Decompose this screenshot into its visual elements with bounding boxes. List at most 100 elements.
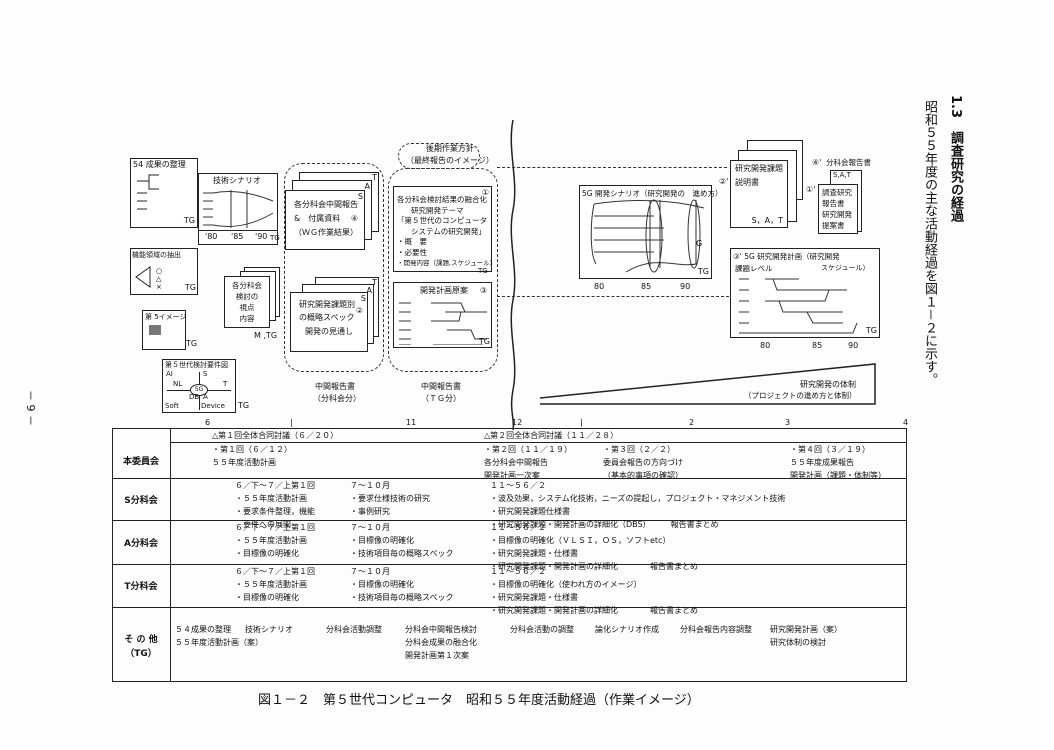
table-cell: ・第４回（３／１９）５５年度成果報告開発計画（課題・体制等） (790, 443, 886, 482)
number-badge: ④' (812, 158, 822, 167)
box-54-results: 54 成果の整理 TG (130, 158, 198, 228)
cell-line: 要件への展開 (235, 520, 291, 529)
layer-tag: S,A,T (833, 171, 851, 179)
cell-line: １１～５６／２ (490, 567, 546, 576)
cell-line: ・研究開発課題・開発計画の詳細化 報告書まとめ (490, 562, 698, 571)
table-cell: ６／下～７／上第１回・５５年度活動計画・要求条件整理，機能 要件への展開 (235, 479, 315, 531)
cell-line: 論化シナリオ作成 (595, 625, 659, 634)
group1-caption: 中間報告書（分科会分） (313, 381, 361, 405)
section-heading: 1.3 調査研究の経過 (948, 95, 963, 223)
month-tick: 2 (689, 418, 695, 427)
number-badge: ②' (719, 177, 729, 186)
label-t: T (223, 380, 228, 388)
subtitle: 課題レベル (735, 264, 773, 273)
box-title: 5G 研究開発計画（研究開発 (744, 252, 840, 261)
number-badge: ①' (806, 185, 816, 194)
month-tick: | (580, 418, 583, 427)
number-badge: ③ (479, 286, 487, 295)
text-line: 「第５世代のコンピュータ (397, 216, 487, 225)
text-line: 研究開発課題別 (299, 300, 355, 309)
box-fusion: ① 各分科会検討結果の融合化 研究開発テーマ 「第５世代のコンピュータ システム… (393, 186, 492, 272)
year-label: '80 (205, 232, 218, 241)
cell-line: （基本的事項の確認） (603, 471, 683, 480)
box-5g-requirements: 第５世代検討要件図 5G AI S NL T DB A Soft Device (162, 359, 236, 413)
table-cell: １１～５６／２・目標像の明確化（ＶＬＳＩ，ＯＳ，ソフトetc）・研究開発課題・仕… (490, 521, 698, 573)
column-divider (170, 428, 171, 682)
cell-line: ５５年度成果報告 (790, 458, 854, 467)
page-number: － 9 － (24, 390, 37, 426)
tag: TG (697, 267, 709, 276)
box-5g-scenario: 5G 開発シナリオ（研究開発の 進め方） G TG (579, 185, 722, 279)
cell-line: ・事例研究 (350, 507, 390, 516)
cell-line: 各分科会中間報告 (484, 458, 548, 467)
5g-ellipse: 5G (190, 384, 208, 396)
group-interim-subcommittee (284, 163, 384, 372)
cell-line: ・要求仕様技術の研究 (350, 494, 430, 503)
box-title: 技術シナリオ (213, 176, 261, 185)
svg-text:G: G (696, 239, 702, 248)
box-subcommittee-viewpoints: 各分科会 検討の 視点 内容 (224, 276, 270, 328)
text-line: ・開発内容（課題,スケジュール) (397, 259, 493, 267)
text-line: 検討の (235, 292, 259, 301)
month-tick: | (290, 418, 293, 427)
cell-line: 研究体制の検討 (770, 638, 826, 647)
cell-line: ７～１０月 (350, 481, 390, 490)
cell-line: 開発計画（課題・体制等） (790, 471, 886, 480)
text-line: 研究開発 (822, 210, 852, 219)
box-plan-draft: 開発計画原案 ③ TG (393, 282, 492, 348)
text-line: 内容 (239, 314, 255, 323)
cell-line: 開発計画一次案 (484, 471, 540, 480)
cell-line: ・研究開発課題・仕様書 (490, 593, 578, 602)
layer-tag: S (357, 192, 363, 201)
subtitle: スケジュール） (821, 264, 870, 272)
cell-line: 開発計画第１次案 (405, 651, 469, 660)
row-divider (112, 607, 906, 608)
row-label-s: S分科会 (124, 496, 158, 506)
year-label: 80 (760, 341, 771, 350)
cell-line: ・５５年度活動計画 (235, 536, 307, 545)
cell-line: ６／下～７／上第１回 (235, 481, 315, 490)
box-title: 第 5イメージ (145, 313, 187, 321)
text-line: 各分科会検討結果の融合化 (397, 195, 487, 204)
row-divider (112, 520, 906, 521)
layer-tag: A (366, 286, 372, 295)
cell-line: ５５年度活動計画 (212, 458, 276, 467)
text-line: 研究開発テーマ (411, 205, 464, 215)
cell-line: ７～１０月 (350, 567, 390, 576)
table-cell: ・第１回（６／１２） ５５年度活動計画 (212, 443, 292, 469)
number-badge: ② (355, 306, 363, 315)
text-line: 提案書 (822, 221, 845, 230)
cell-line: ６／下～７／上第１回 (235, 523, 315, 532)
text-line: 報告書 (822, 199, 845, 208)
cell-line: 委員会報告の方向づけ (603, 458, 683, 467)
cell-line: ５５年度活動計画（案） (175, 638, 263, 647)
cell-line: １１～５６／２ (490, 481, 546, 490)
text-line: システムの研究開発」 (411, 226, 486, 236)
caption-line: （分科会分） (313, 394, 361, 403)
policy-text: 後期作業方針（最終報告のイメージ） (406, 143, 494, 167)
layer-tag: A (364, 182, 370, 191)
cell-line: ・第１回（６／１２） (212, 445, 292, 454)
cell-line: ・要求条件整理，機能 (235, 507, 315, 516)
label-nl: NL (173, 380, 183, 388)
box-title: 5G 開発シナリオ（研究開発の 進め方） (582, 189, 723, 198)
schedule-lines-icon (739, 278, 858, 334)
time-break-line (510, 120, 516, 430)
cell-line: ・５５年度活動計画 (235, 494, 307, 503)
box-5th-image: 第 5イメージ (142, 310, 187, 350)
cell-line: ・研究開発課題・開発計画の詳細化（DBS） 報告書まとめ (490, 520, 719, 529)
cell-line: ・目標像の明確化 (350, 536, 414, 545)
cell-line: ５４成果の整理 (175, 625, 231, 634)
svg-text:×: × (156, 283, 162, 291)
svg-text:△: △ (156, 275, 162, 283)
row-label-committee: 本委員会 (122, 457, 159, 467)
year-label: 80 (594, 282, 605, 291)
cell-line: ・技術項目毎の概略スペック (350, 549, 454, 558)
plenary-meeting: △第１回全体合同討議（６／２０） (212, 431, 339, 440)
text-line: （ＷＧ作業結果） (294, 228, 358, 237)
row-divider (112, 564, 906, 565)
activity-table (112, 428, 907, 682)
table-cell: ６／下～７／上第１回・５５年度活動計画・目標像の明確化 (235, 565, 315, 604)
table-cell: 技術シナリオ (245, 623, 293, 636)
